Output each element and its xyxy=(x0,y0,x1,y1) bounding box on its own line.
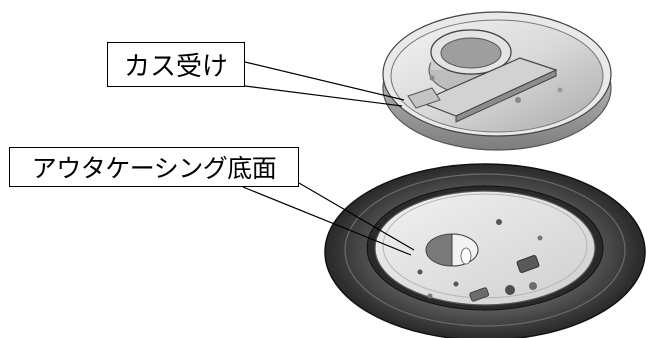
label-outer-casing-bottom: アウタケーシング底面 xyxy=(9,147,299,187)
leader-line-top-b xyxy=(244,85,403,107)
leader-line-bottom-b xyxy=(298,182,415,251)
leader-line-top-a xyxy=(244,61,405,101)
leader-lines xyxy=(242,61,415,256)
label-kasuuke: カス受け xyxy=(107,42,245,87)
tray-part xyxy=(382,11,612,151)
casing-bottom-part xyxy=(324,163,646,338)
leader-line-bottom-a xyxy=(242,186,412,256)
